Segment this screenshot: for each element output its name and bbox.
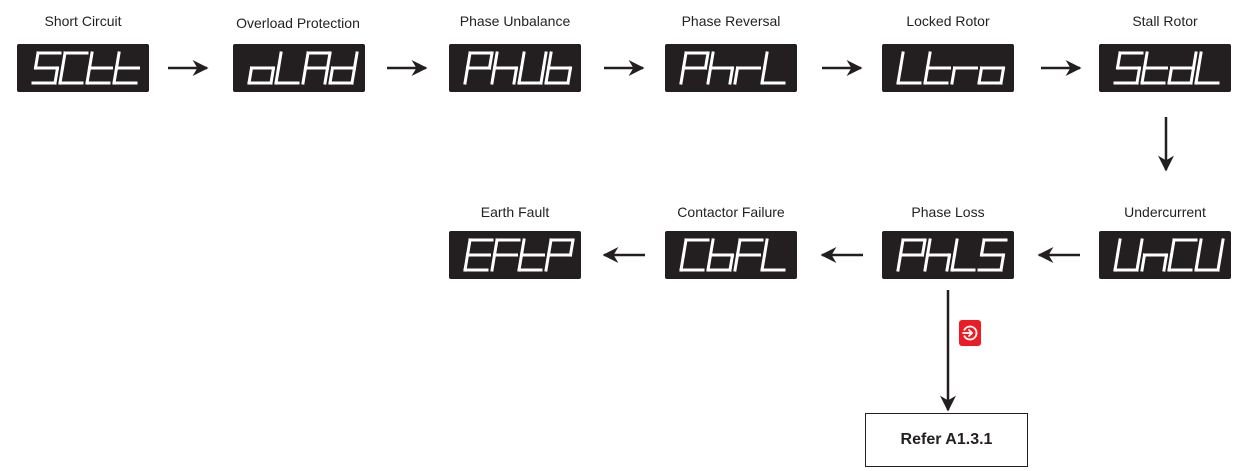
digit-2 [490, 238, 521, 272]
digit-4 [1194, 238, 1225, 272]
digit-1 [1113, 238, 1144, 272]
digit-3 [517, 51, 548, 85]
seven-segment-readout [31, 51, 140, 85]
digit-4 [112, 51, 140, 85]
digit-1 [1113, 51, 1144, 85]
seven-segment-readout [896, 238, 1008, 272]
digit-3 [517, 238, 545, 272]
step-label-overload-protection: Overload Protection [236, 15, 360, 31]
step-label-phase-loss: Phase Loss [911, 204, 985, 220]
digit-4 [760, 238, 786, 272]
seven-segment-readout [1113, 51, 1220, 85]
step-label-phase-reversal: Phase Reversal [681, 13, 781, 29]
step-label-contactor-failure: Contactor Failure [677, 204, 785, 220]
digit-2 [1140, 51, 1168, 85]
display-locked-rotor [882, 44, 1014, 92]
seven-segment-readout [679, 51, 786, 85]
digit-3 [950, 238, 976, 272]
exit-door-icon [959, 320, 981, 346]
display-contactor-failure [665, 231, 797, 279]
display-stall-rotor [1099, 44, 1231, 92]
digit-3 [301, 51, 332, 85]
seven-segment-readout [679, 238, 786, 272]
digit-3 [950, 66, 978, 85]
seven-segment-readout [247, 51, 359, 85]
digit-1 [896, 51, 922, 85]
display-overload-protection [233, 44, 365, 92]
digit-1 [679, 51, 710, 85]
digit-4 [544, 51, 573, 85]
digit-2 [923, 238, 952, 272]
digit-2 [58, 51, 89, 85]
step-label-locked-rotor: Locked Rotor [906, 13, 990, 29]
display-short-circuit [17, 44, 149, 92]
digit-4 [328, 51, 359, 85]
digit-1 [463, 238, 494, 272]
digit-2 [706, 51, 735, 85]
digit-2 [1140, 253, 1169, 272]
digit-2 [706, 238, 735, 272]
digit-3 [1167, 51, 1198, 85]
digit-3 [733, 238, 764, 272]
seven-segment-readout [463, 238, 575, 272]
step-label-undercurrent: Undercurrent [1124, 204, 1206, 220]
seven-segment-readout [1113, 238, 1225, 272]
display-phase-reversal [665, 44, 797, 92]
step-label-earth-fault: Earth Fault [480, 204, 550, 220]
digit-1 [247, 66, 276, 85]
digit-2 [923, 51, 951, 85]
digit-1 [679, 238, 710, 272]
digit-4 [977, 66, 1006, 85]
digit-1 [31, 51, 62, 85]
digit-3 [85, 51, 113, 85]
digit-4 [760, 51, 786, 85]
step-label-phase-unbalance: Phase Unbalance [459, 13, 571, 29]
refer-box: Refer A1.3.1 [865, 413, 1028, 467]
digit-4 [544, 238, 575, 272]
seven-segment-readout [463, 51, 573, 85]
display-undercurrent [1099, 231, 1231, 279]
digit-3 [1167, 238, 1198, 272]
digit-3 [733, 66, 761, 85]
digit-1 [896, 238, 927, 272]
step-label-stall-rotor: Stall Rotor [1132, 13, 1198, 29]
step-label-short-circuit: Short Circuit [44, 13, 122, 29]
digit-4 [1194, 51, 1220, 85]
display-earth-fault [449, 231, 581, 279]
digit-4 [977, 238, 1008, 272]
digit-2 [274, 51, 300, 85]
display-phase-loss [882, 231, 1014, 279]
seven-segment-readout [896, 51, 1006, 85]
digit-1 [463, 51, 494, 85]
display-phase-unbalance [449, 44, 581, 92]
digit-2 [490, 51, 519, 85]
